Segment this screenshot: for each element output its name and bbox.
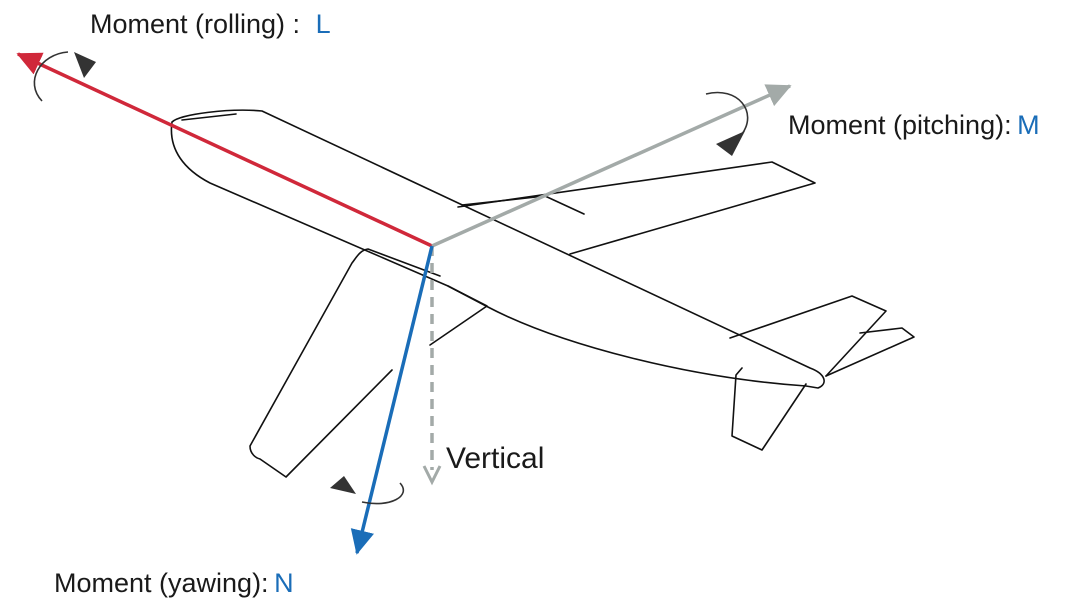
pitching-label-text: Moment (pitching): bbox=[788, 110, 1019, 140]
pitch-axis bbox=[431, 84, 792, 248]
right-wing bbox=[457, 161, 816, 255]
left-wing bbox=[249, 248, 441, 478]
pitch-rotation-arrow bbox=[705, 91, 749, 156]
pitching-symbol: M bbox=[1017, 110, 1040, 140]
horizontal-stabilizer-tip bbox=[825, 327, 915, 377]
cockpit-line bbox=[181, 113, 237, 121]
fuselage bbox=[170, 109, 825, 389]
roll-axis bbox=[16, 52, 433, 248]
rolling-label-text: Moment (rolling) : bbox=[90, 9, 308, 39]
pitching-label: Moment (pitching): M bbox=[788, 110, 1040, 140]
rolling-label: Moment (rolling) : L bbox=[90, 9, 331, 39]
yawing-label: Moment (yawing): N bbox=[54, 568, 294, 598]
vertical-label: Vertical bbox=[446, 442, 544, 475]
horizontal-stabilizer bbox=[729, 295, 887, 377]
wing-root bbox=[429, 285, 488, 346]
yaw-axis bbox=[350, 245, 434, 555]
yawing-symbol: N bbox=[274, 568, 294, 598]
rolling-symbol: L bbox=[316, 9, 331, 39]
yaw-rotation-arrow bbox=[330, 476, 405, 505]
roll-rotation-arrow bbox=[33, 51, 96, 102]
airplane-outline bbox=[170, 109, 915, 478]
vertical-stabilizer bbox=[731, 367, 807, 451]
yawing-label-text: Moment (yawing): bbox=[54, 568, 276, 598]
vertical-arrowhead bbox=[422, 465, 442, 486]
